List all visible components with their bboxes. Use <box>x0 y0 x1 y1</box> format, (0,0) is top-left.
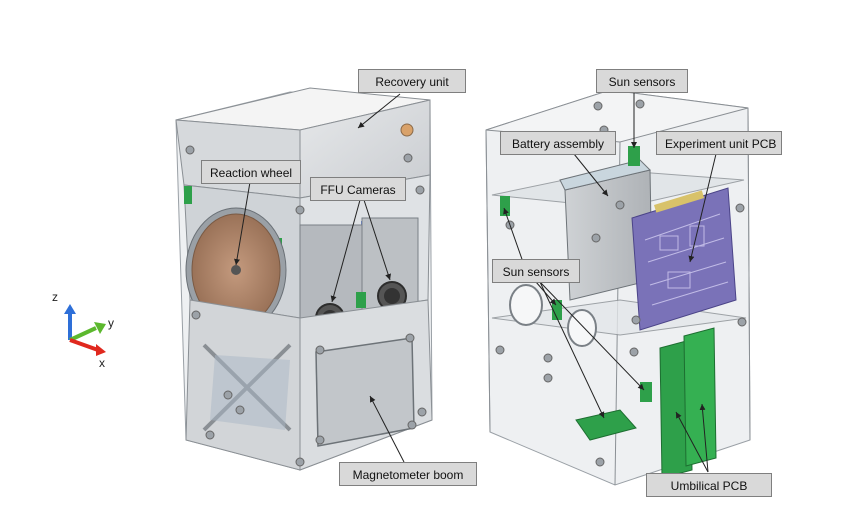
z-axis-label: z <box>52 290 58 304</box>
magnetometer-boom-shape <box>315 337 415 447</box>
leader-experiment <box>688 153 717 263</box>
leader-magnetometer <box>369 395 405 463</box>
leader-sun-side-2 <box>535 281 557 306</box>
x-axis-label: x <box>99 356 105 370</box>
leader-battery <box>573 153 609 197</box>
leader-sun-side-4 <box>539 281 605 419</box>
reaction-wheel-shape <box>185 207 287 333</box>
leader-umbilical-2 <box>699 403 709 473</box>
callout-ffu-cameras: FFU Cameras <box>310 177 406 201</box>
leader-ffu-left <box>330 199 361 303</box>
ffu-camera-lens-right <box>377 281 407 311</box>
y-axis-label: y <box>108 316 114 330</box>
leader-umbilical-1 <box>675 411 709 473</box>
right-satellite-render <box>485 89 751 486</box>
callout-reaction-wheel: Reaction wheel <box>201 160 301 184</box>
umbilical-pcb-shape <box>659 339 693 479</box>
x-axis-arrow <box>69 338 99 352</box>
left-satellite-render <box>175 87 433 471</box>
coordinate-axes <box>64 304 106 356</box>
leader-recovery-unit <box>357 93 401 129</box>
leader-sun-side-3 <box>539 281 645 391</box>
sun-sensor-board <box>628 146 640 166</box>
callout-recovery-unit: Recovery unit <box>358 69 466 93</box>
y-axis-arrow <box>69 326 97 342</box>
callout-umbilical-pcb: Umbilical PCB <box>646 473 772 497</box>
callout-magnetometer-boom: Magnetometer boom <box>339 462 477 486</box>
leader-ffu-right <box>363 199 391 281</box>
callout-sun-sensors-side: Sun sensors <box>492 259 580 283</box>
callout-battery-assembly: Battery assembly <box>500 131 616 155</box>
callout-experiment-unit-pcb: Experiment unit PCB <box>656 131 782 155</box>
leader-reaction-wheel <box>234 181 251 266</box>
callout-sun-sensors-top: Sun sensors <box>596 69 688 93</box>
